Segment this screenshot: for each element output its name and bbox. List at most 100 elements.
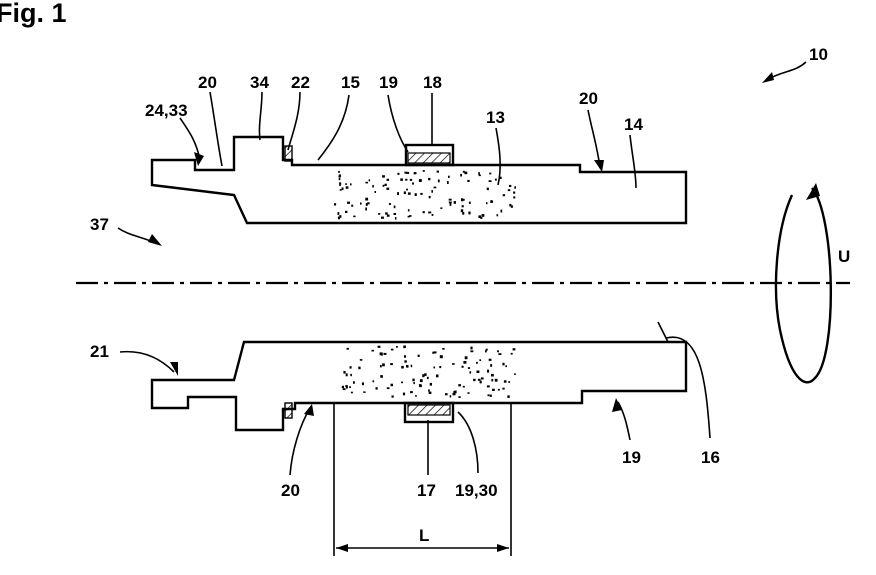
- particle-dot: [410, 179, 412, 181]
- particle-dot: [415, 395, 417, 397]
- particle-dot: [470, 371, 472, 373]
- particle-dot: [394, 206, 396, 209]
- particle-dot: [464, 172, 467, 175]
- particle-dot: [396, 346, 398, 348]
- particle-dot: [487, 188, 489, 191]
- particle-dot: [447, 181, 449, 184]
- particle-dot: [492, 389, 495, 391]
- particle-dot: [468, 367, 470, 369]
- particle-dot: [423, 211, 425, 213]
- particle-dot: [380, 365, 382, 367]
- particle-dot: [513, 196, 515, 198]
- particle-dot: [482, 214, 485, 217]
- particle-dot: [350, 374, 352, 376]
- particle-dot: [404, 355, 406, 357]
- upper-particle-region: [334, 170, 516, 220]
- particle-dot: [338, 171, 340, 173]
- particle-dot: [382, 175, 385, 177]
- particle-dot: [420, 193, 422, 195]
- particle-dot: [438, 180, 440, 183]
- particle-dot: [476, 362, 478, 364]
- particle-dot: [404, 191, 406, 194]
- particle-dot: [347, 348, 349, 350]
- particle-dot: [339, 174, 341, 177]
- particle-dot: [465, 356, 468, 359]
- lower-seal: [285, 403, 292, 418]
- particle-dot: [478, 172, 480, 175]
- particle-dot: [362, 382, 364, 385]
- particle-dot: [401, 366, 404, 369]
- particle-dot: [434, 351, 437, 353]
- particle-dot: [458, 396, 460, 398]
- leader-lines: [118, 62, 806, 475]
- particle-dot: [372, 350, 374, 352]
- particle-dot: [404, 360, 406, 362]
- particle-dot: [419, 179, 422, 182]
- particle-dot: [395, 217, 397, 220]
- particle-dot: [353, 381, 355, 384]
- label-18: 18: [423, 73, 442, 92]
- particle-dot: [433, 367, 435, 369]
- particle-dot: [350, 366, 352, 368]
- particle-dot: [340, 189, 342, 191]
- particle-dot: [463, 199, 465, 201]
- particle-dot: [468, 212, 470, 215]
- particle-dot: [448, 176, 450, 178]
- particle-dot: [478, 215, 481, 218]
- label-34: 34: [250, 73, 269, 92]
- particle-dot: [453, 391, 455, 393]
- particle-dot: [339, 178, 341, 181]
- particle-dot: [414, 172, 417, 174]
- particle-dot: [462, 205, 464, 207]
- particle-dot: [338, 217, 340, 220]
- particle-dot: [391, 384, 394, 387]
- particle-dot: [470, 347, 472, 350]
- particle-dot: [424, 373, 426, 376]
- particle-dot: [461, 209, 463, 212]
- particle-dot: [360, 203, 362, 205]
- particle-dot: [488, 394, 490, 396]
- particle-dot: [430, 383, 432, 386]
- particle-dot: [360, 359, 363, 361]
- particle-dot: [351, 205, 353, 207]
- particle-dot: [369, 179, 371, 181]
- particle-dot: [497, 214, 499, 216]
- particle-dot: [452, 363, 455, 365]
- particle-dot: [385, 212, 388, 214]
- particle-dot: [480, 381, 482, 384]
- label-16: 16: [701, 448, 720, 467]
- particle-dot: [501, 210, 503, 213]
- particle-dot: [342, 187, 344, 190]
- particle-dot: [339, 182, 341, 184]
- particle-dot: [514, 373, 516, 375]
- particle-dot: [462, 366, 464, 368]
- particle-dot: [406, 365, 409, 367]
- particle-dot: [449, 202, 452, 204]
- particle-dot: [408, 209, 410, 211]
- particle-dot: [486, 202, 488, 204]
- particle-dot: [503, 194, 505, 196]
- particle-dot: [422, 374, 424, 377]
- particle-dot: [461, 198, 463, 201]
- particle-dot: [397, 173, 399, 175]
- particle-dot: [467, 392, 469, 394]
- particle-dot: [513, 348, 516, 350]
- figure-title: Fig. 1: [0, 0, 67, 28]
- label-13: 13: [486, 108, 505, 127]
- particle-dot: [415, 193, 417, 196]
- particle-dot: [508, 381, 510, 383]
- particle-dot: [460, 174, 462, 177]
- particle-dot: [497, 350, 499, 352]
- label-19-top: 19: [379, 73, 398, 92]
- particle-dot: [423, 170, 425, 172]
- particle-dot: [387, 387, 390, 389]
- particle-dot: [367, 202, 369, 204]
- particle-dot: [440, 207, 442, 209]
- particle-dot: [479, 359, 481, 361]
- particle-dot: [490, 364, 492, 367]
- label-24-33: 24,33: [145, 101, 188, 120]
- particle-dot: [381, 217, 384, 219]
- label-L: L: [419, 526, 429, 545]
- particle-dot: [338, 212, 340, 215]
- particle-dot: [505, 365, 507, 367]
